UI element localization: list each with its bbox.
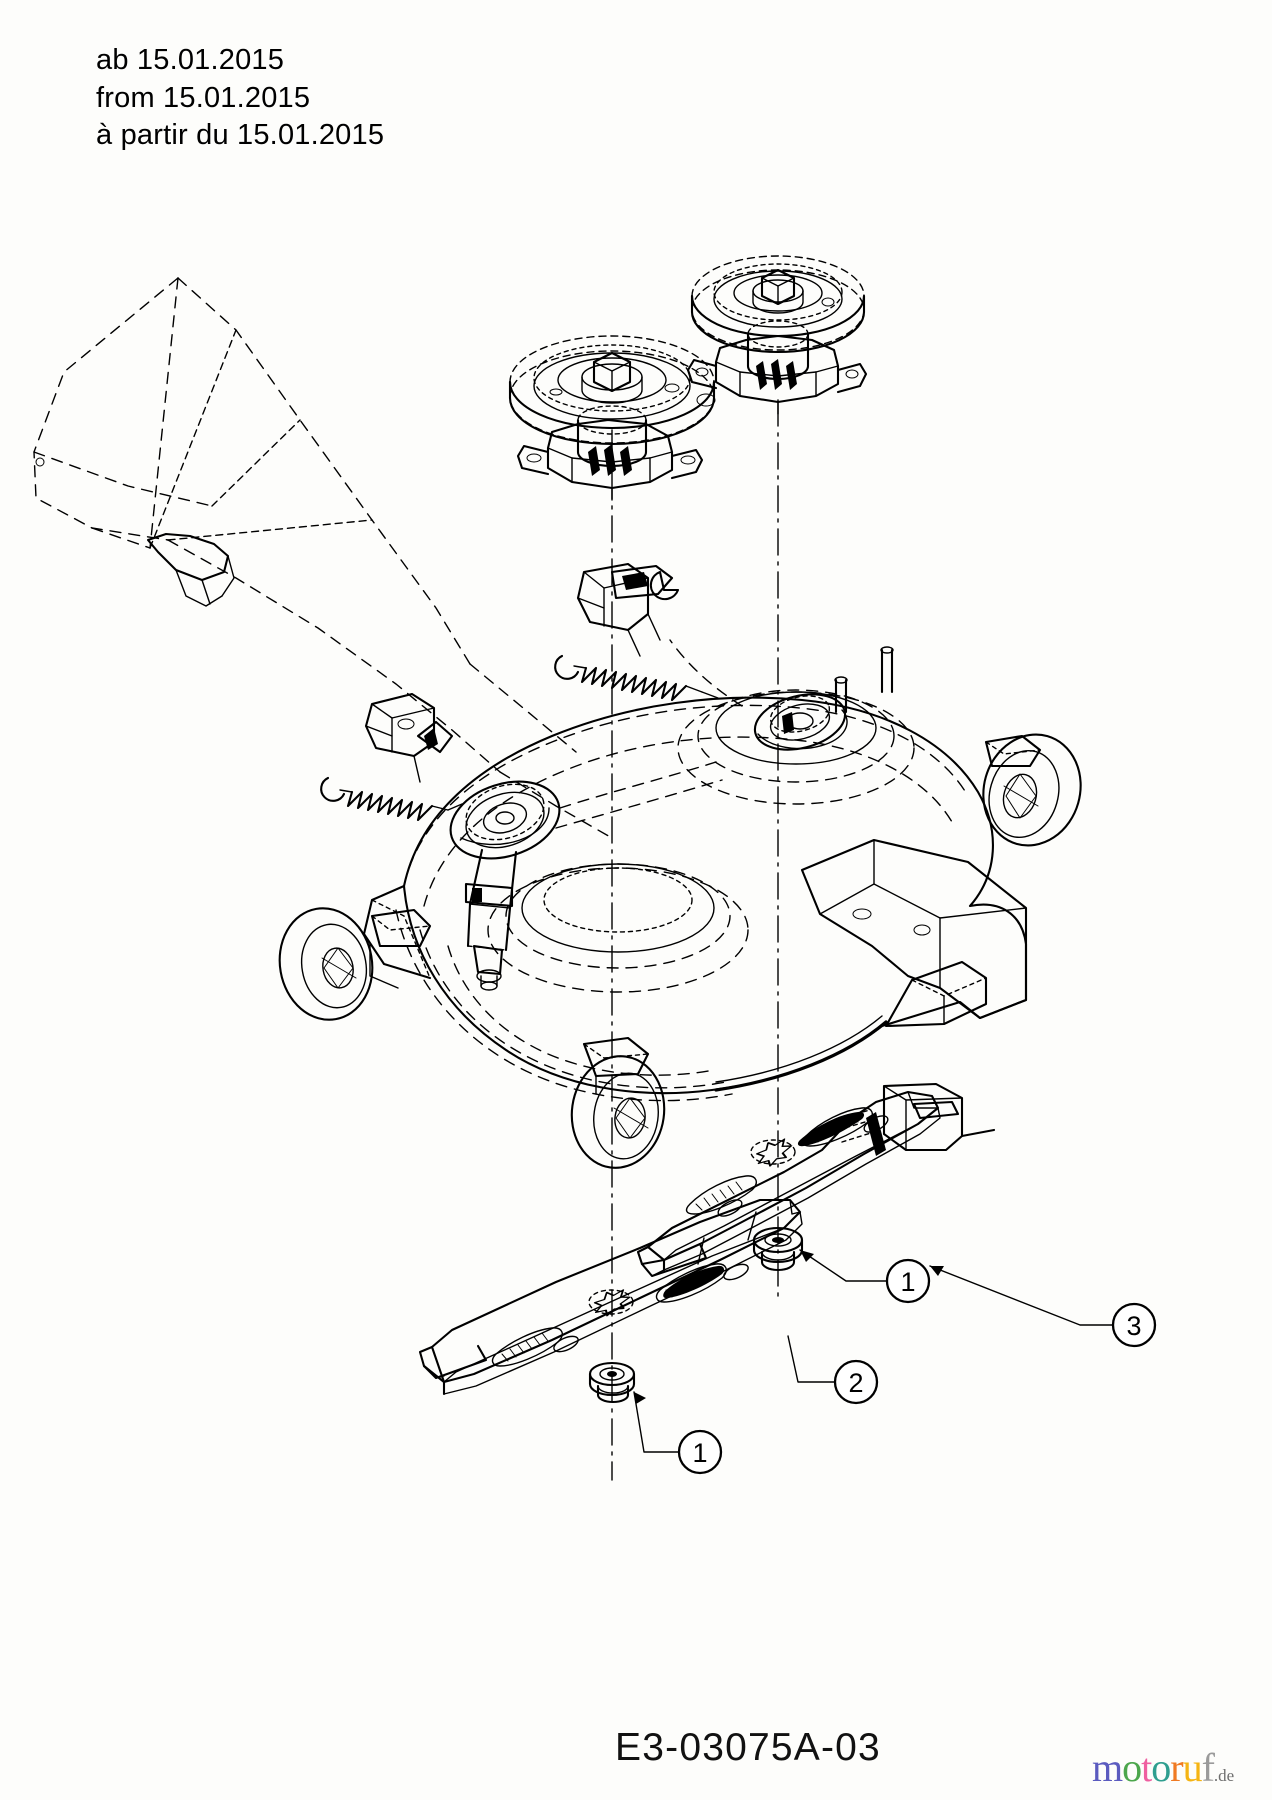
revision-date-german: ab 15.01.2015 [96,44,285,76]
deck-idler-right [753,646,894,751]
tension-spring-left [320,776,463,822]
spindle-assembly-right [686,255,868,415]
axis-center-lines [611,399,779,1481]
height-adjust-bracket-left [364,692,454,783]
cutting-blade-upper [636,1090,941,1278]
sheet-code: E3-03075A-03 [615,1726,881,1769]
height-adjust-bracket-right [576,562,680,657]
idler-pulley [449,780,561,991]
balloon-3[interactable]: 3 [1111,1302,1157,1348]
drive-belt [555,639,743,829]
revision-date-french: à partir du 15.01.2015 [96,119,385,152]
discharge-chute [33,277,613,839]
spindle-assembly-left [508,335,716,501]
sheet-footer: E3-03075A-03 [0,1726,1272,1770]
balloon-1-upper[interactable]: 1 [885,1258,931,1304]
blade-retaining-nut-lower [588,1361,636,1404]
balloon-1-upper-label: 1 [900,1267,915,1297]
blade-mulching-flutes [685,1107,889,1217]
balloon-2-label: 2 [848,1368,863,1398]
deck-wheel-rear-right [982,733,1082,847]
deck-wheel-front-right [570,1036,666,1169]
revision-date-english: from 15.01.2015 [96,81,311,114]
cutting-blade-lower [418,1198,803,1396]
balloon-2[interactable]: 2 [833,1359,879,1405]
deck-hanger-bracket [837,1082,996,1156]
balloon-1-lower-label: 1 [692,1438,707,1468]
tension-spring-right [554,654,719,702]
blade-retaining-nut-upper [752,1226,804,1272]
revision-date-header: ab 15.01.2015 from 15.01.2015 à partir d… [96,42,384,155]
callout-leader-lines [633,1249,1115,1453]
mower-deck [362,689,1028,1102]
balloon-3-label: 3 [1126,1311,1141,1341]
deck-wheel-front-left [278,907,432,1021]
balloon-1-lower[interactable]: 1 [677,1429,723,1475]
